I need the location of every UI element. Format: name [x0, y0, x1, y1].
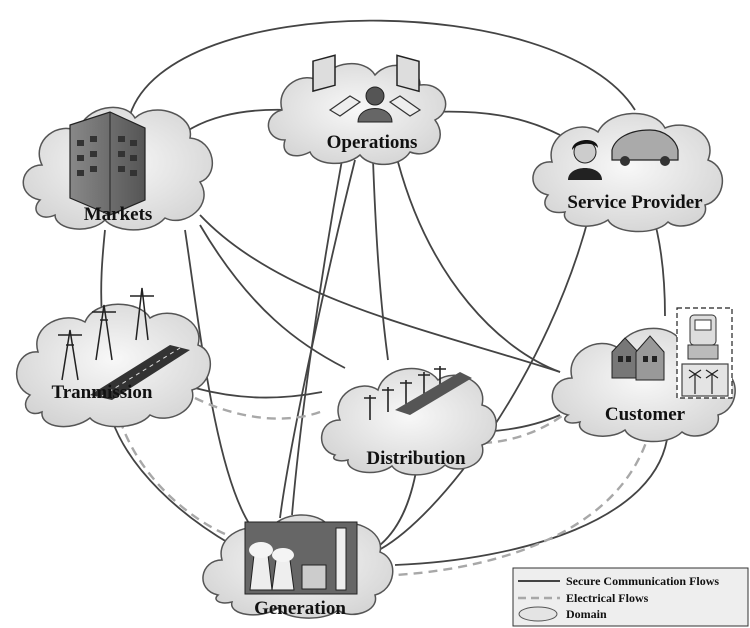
domain-label-generation: Generation — [254, 598, 346, 619]
electrical-flows — [118, 396, 652, 577]
elec-customer-generation — [394, 429, 652, 577]
comm-markets-distribution — [199, 224, 346, 369]
comm-markets-customer — [199, 214, 561, 373]
operator-icon — [357, 86, 393, 123]
legend-label-electrical: Electrical Flows — [566, 591, 649, 605]
comm-operations-customer — [397, 161, 561, 373]
person-icon — [568, 139, 602, 180]
comm-operations-generation-a — [291, 159, 343, 516]
building-icon — [69, 111, 146, 216]
legend: Secure Communication Flows Electrical Fl… — [512, 567, 749, 627]
house-icon — [611, 335, 665, 381]
comm-operations-generation-b — [279, 159, 356, 519]
domain-label-operations: Operations — [327, 132, 418, 153]
elec-transmission-generation — [118, 419, 241, 542]
domain-label-service-provider: Service Provider — [567, 192, 703, 213]
cloud-distribution — [320, 367, 497, 476]
comm-customer-generation — [394, 431, 669, 566]
comm-transmission-distribution — [194, 387, 323, 399]
domain-label-customer: Customer — [605, 404, 686, 425]
domain-label-transmission: Tranmission — [51, 382, 152, 403]
domain-distribution: Distribution — [320, 366, 497, 476]
comm-operations-distribution — [372, 159, 389, 361]
domain-transmission: Tranmission — [15, 287, 212, 428]
road-icon — [90, 345, 190, 400]
road-icon — [395, 372, 472, 415]
domain-generation: Generation — [202, 514, 394, 619]
wind-turbine-icon — [681, 363, 729, 397]
car-icon — [611, 129, 679, 166]
comm-operations-serviceprovider — [429, 110, 561, 136]
legend-swatch-domain — [518, 606, 558, 622]
smart-meter-icon — [676, 307, 733, 399]
domain-markets: Markets — [22, 106, 214, 231]
comm-transmission-generation — [111, 419, 233, 546]
comm-markets-serviceprovider — [129, 19, 636, 116]
domain-label-markets: Markets — [84, 204, 153, 225]
power-tower-icon — [58, 287, 154, 381]
legend-label-secure: Secure Communication Flows — [566, 574, 719, 588]
legend-label-domain: Domain — [566, 607, 607, 621]
cloud-service-provider — [532, 112, 724, 233]
power-plant-icon — [244, 521, 358, 595]
domain-service-provider: Service Provider — [532, 112, 724, 233]
elec-transmission-distribution — [194, 396, 326, 420]
domain-label-distribution: Distribution — [366, 448, 466, 469]
comm-markets-transmission — [100, 229, 106, 319]
domain-customer: Customer — [551, 307, 736, 443]
domain-operations: Operations — [267, 54, 447, 166]
computer-icon — [312, 54, 422, 117]
comm-markets-generation — [184, 229, 251, 526]
cloud-transmission — [15, 303, 212, 428]
